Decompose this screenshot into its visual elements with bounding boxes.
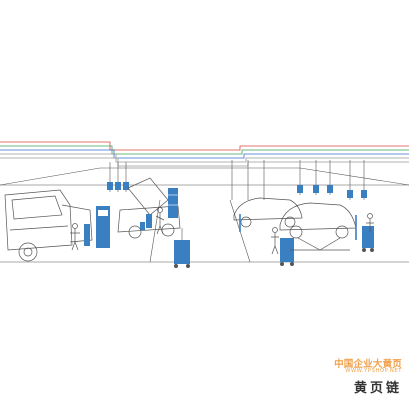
suv-on-lift [279, 202, 357, 251]
tilted-truck-cab [117, 177, 181, 239]
watermark-brand: 黄页链 [353, 381, 402, 396]
service-cart-center [174, 228, 190, 268]
room-outline [0, 167, 409, 263]
tool-rack [168, 188, 178, 218]
lift-posts [239, 214, 357, 240]
hose-reels [107, 182, 367, 198]
overhead-pipes [0, 141, 409, 167]
dispenser-tower [84, 206, 110, 248]
workers [70, 207, 374, 255]
car-back [233, 197, 303, 228]
service-cart-right [280, 238, 294, 266]
watermark-url: WWW.YPSHOP.NET [345, 368, 402, 374]
small-unit [140, 214, 152, 230]
watermark-title: 中国企业大黄页 [334, 359, 402, 370]
service-cart-far-right [362, 226, 374, 252]
truck-cab [4, 189, 93, 262]
